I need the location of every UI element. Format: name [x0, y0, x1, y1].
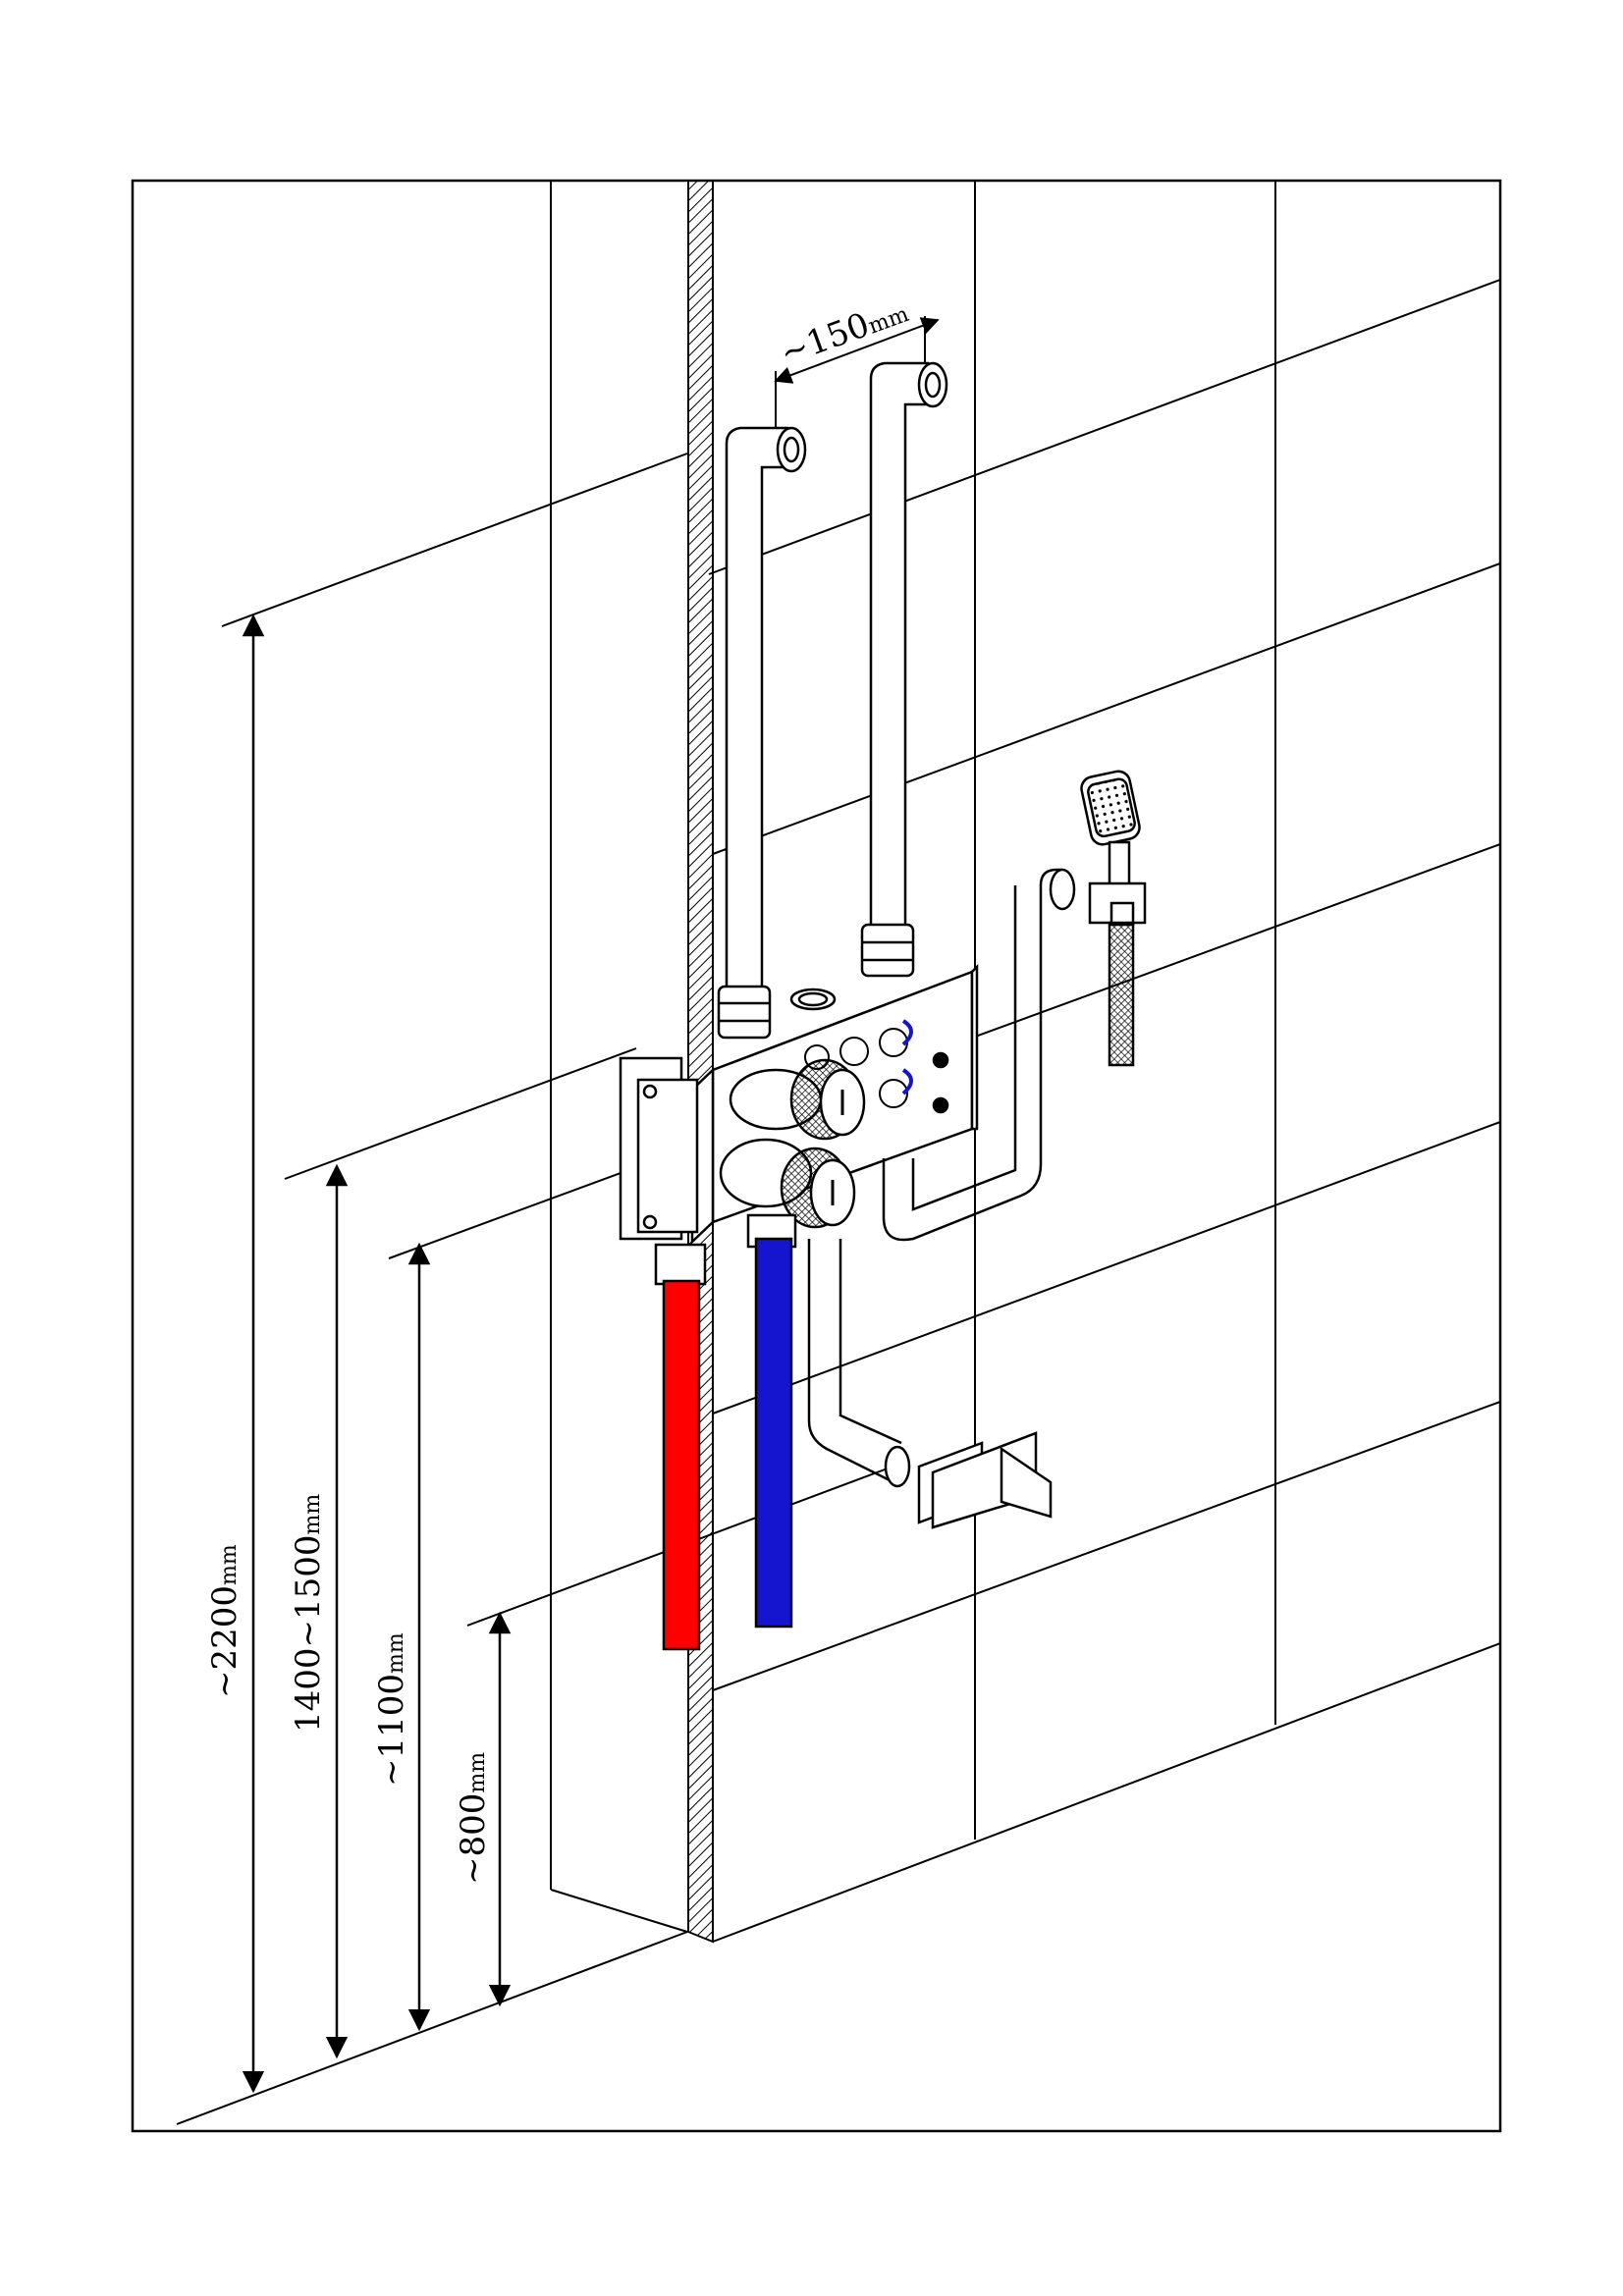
bath-spout	[917, 1431, 1053, 1529]
upper-pipe-left	[725, 426, 807, 1013]
hot-supply-pipe	[654, 1243, 707, 1651]
wall-bottom-edge	[550, 1889, 688, 1933]
hot-pipe-fill	[662, 1279, 701, 1651]
dim-label-150: ~150mm	[775, 292, 913, 374]
outlet-pipe-spout	[807, 1239, 911, 1488]
dimension-reference-lines	[176, 453, 904, 2125]
hand-shower	[1080, 770, 1147, 1067]
upper-pipe-right	[869, 361, 948, 944]
dim-label-1100: ~1100mm	[372, 1632, 411, 1787]
wall-section	[687, 180, 714, 1944]
outlet-pipe-shower	[882, 868, 1076, 1242]
mounting-bracket	[619, 1056, 699, 1241]
dim-label-800: ~800mm	[454, 1752, 493, 1885]
dim-label-2200: ~2200mm	[205, 1544, 244, 1698]
dim-label-1400-1500: 1400~1500mm	[289, 1494, 328, 1733]
drawing-frame	[131, 179, 1502, 2133]
dimension-arrows	[242, 614, 512, 2094]
control-knob-lower	[719, 1138, 856, 1229]
control-knob-upper	[729, 1058, 866, 1141]
cold-supply-pipe	[746, 1213, 797, 1629]
pipe-fittings	[717, 923, 915, 1040]
